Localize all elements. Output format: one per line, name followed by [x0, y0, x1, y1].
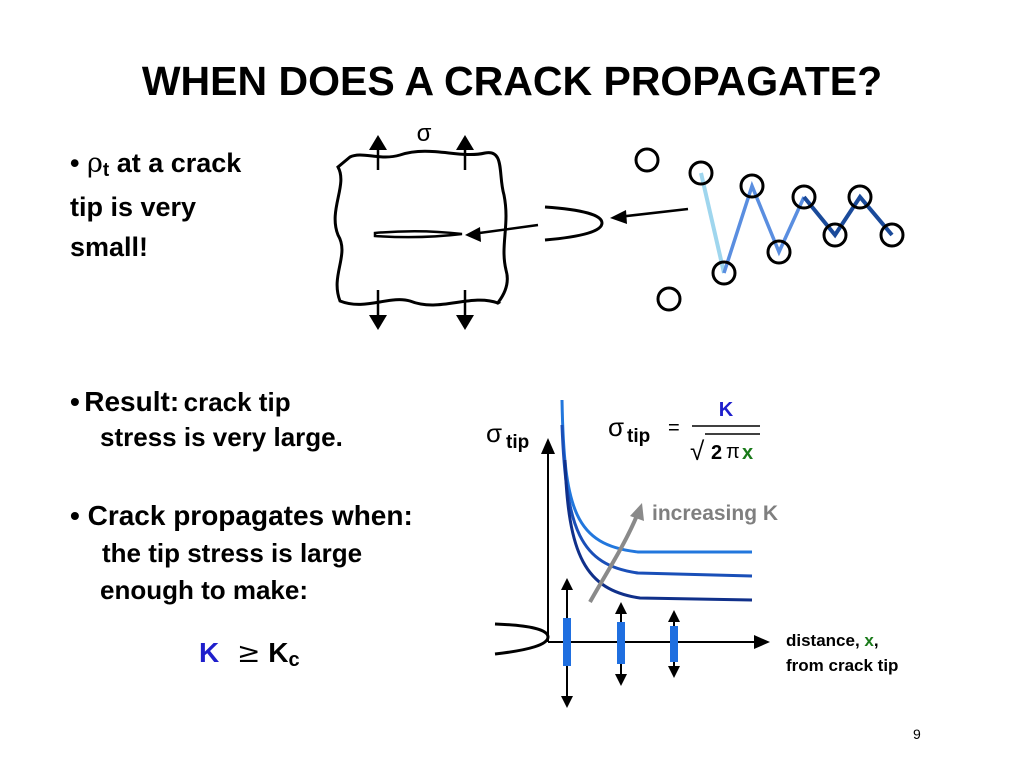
- stress-curve-low-K: [560, 399, 752, 554]
- top-arrow-right: [456, 135, 474, 170]
- y-axis-subscript: tip: [506, 432, 529, 453]
- stress-curve-high-K: [563, 459, 753, 602]
- atom: [791, 184, 817, 210]
- result-label: Result:: [84, 386, 180, 417]
- applied-stress-sigma: σ: [417, 120, 432, 147]
- bullet-marker: •: [70, 148, 80, 178]
- bullet-1-line-2: tip is very: [70, 192, 197, 222]
- arrow-from-atoms: [610, 207, 689, 224]
- bullet-marker: •: [70, 500, 80, 531]
- arrow-to-crack-tip: [465, 223, 539, 242]
- atom: [656, 286, 682, 312]
- stress-bar-mid: [615, 602, 627, 686]
- top-arrow-left: [369, 135, 387, 170]
- x-axis-label-line-2: from crack tip: [786, 656, 898, 675]
- specimen-outline: [333, 149, 509, 307]
- stress-distance-graph: σ tip σ tip = K √ 2 π x increasing K: [486, 399, 898, 708]
- page-number: 9: [913, 726, 921, 742]
- bullet-3: • Crack propagates when: the tip stress …: [70, 500, 413, 606]
- formula-equals: =: [668, 417, 680, 439]
- formula-sigma: σ: [608, 412, 624, 442]
- bullet-3-line-2: the tip stress is large: [102, 538, 363, 568]
- slide-title: WHEN DOES A CRACK PROPAGATE?: [141, 58, 883, 104]
- formula-subscript: tip: [627, 426, 650, 447]
- atom: [688, 160, 714, 186]
- atom: [879, 222, 905, 248]
- increasing-K-arrow: [588, 503, 644, 603]
- x-axis-label-line-1: distance, x,: [786, 631, 879, 650]
- bond-chain-light: [699, 172, 726, 274]
- crack-atoms-diagram: σ: [333, 120, 905, 330]
- bullet-marker: •: [70, 386, 80, 417]
- bond-chain-mid: [722, 180, 806, 274]
- y-axis: [541, 438, 555, 642]
- formula-den-x: x: [742, 442, 753, 464]
- x-axis: [548, 635, 770, 649]
- bottom-arrow-right: [456, 290, 474, 330]
- atom: [847, 184, 873, 210]
- formula-numerator-K: K: [719, 399, 734, 421]
- criterion-K: K: [199, 637, 220, 668]
- atom: [634, 147, 660, 173]
- bullet-1-line-1: at a crack: [116, 148, 242, 178]
- bottom-arrow-left: [369, 290, 387, 330]
- bullet-2: • Result: crack tip stress is very large…: [70, 386, 343, 453]
- bullet-3-line-1: Crack propagates when:: [87, 500, 413, 531]
- formula-den-pi: π: [726, 441, 740, 463]
- bullet-2-line-1: crack tip: [183, 387, 291, 417]
- bullet-1-line-3: small!: [70, 232, 149, 262]
- crack-tip-zoom: [544, 205, 604, 242]
- criterion-Kc-sub: c: [288, 649, 300, 671]
- increasing-K-label: increasing K: [652, 502, 778, 525]
- stress-bar-far: [668, 610, 680, 678]
- fracture-criterion: K ≥ Kc: [199, 636, 300, 671]
- rho-subscript: t: [102, 160, 110, 181]
- bullet-3-line-3: enough to make:: [100, 575, 309, 605]
- stress-bar-near: [561, 578, 573, 708]
- formula-radical: √: [690, 436, 705, 466]
- atom: [822, 222, 848, 248]
- formula-den-2: 2: [711, 442, 722, 464]
- atom: [739, 173, 765, 199]
- y-axis-sigma: σ: [486, 418, 502, 448]
- crack: [373, 229, 463, 239]
- rho-symbol: ρ: [86, 148, 103, 179]
- bullet-1: • ρt at a crack tip is very small!: [70, 143, 241, 267]
- crack-tip-shape: [494, 622, 550, 656]
- atom: [711, 260, 737, 286]
- criterion-geq: ≥: [237, 636, 261, 669]
- atom: [766, 239, 792, 265]
- bond-chain-dark: [802, 193, 894, 239]
- bullet-2-line-2: stress is very large.: [100, 422, 343, 452]
- criterion-Kc: K: [268, 637, 289, 668]
